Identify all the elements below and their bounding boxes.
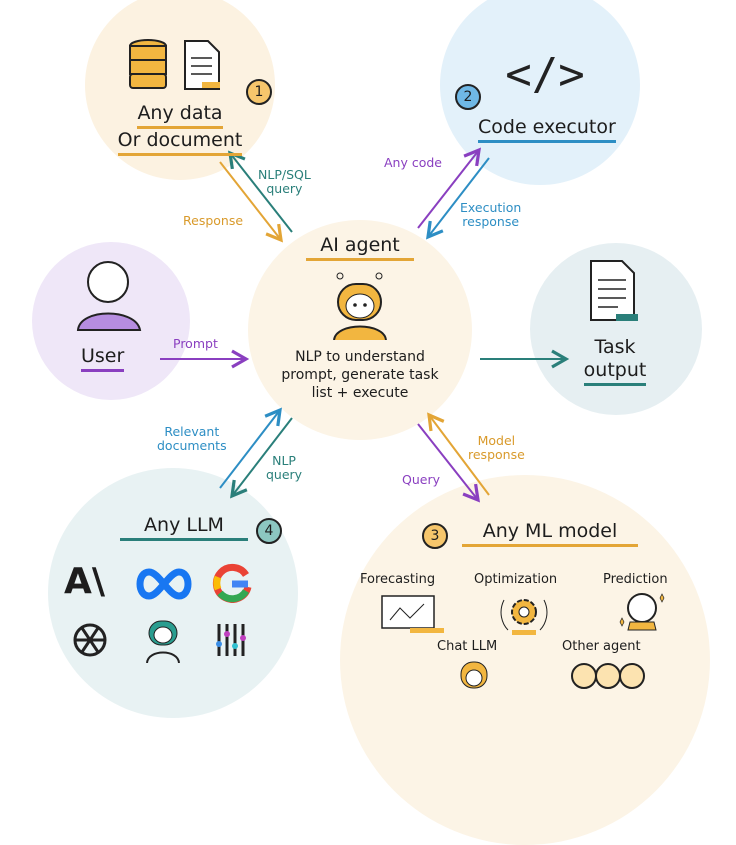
data-node-bg <box>85 0 275 180</box>
agent-description: NLP to understand prompt, generate task … <box>262 348 458 402</box>
label-model-line2: response <box>468 447 525 462</box>
label-nlp-sql-line2: query <box>266 181 303 196</box>
other-agent-icon <box>571 663 645 689</box>
robot-llm-icon <box>146 620 180 663</box>
label-model-line1: Model <box>477 433 516 448</box>
task-document-icon <box>590 260 638 321</box>
user-node-title: User <box>81 345 125 372</box>
code-node-title: Code executor <box>478 116 616 143</box>
code-icon: </> <box>505 49 585 100</box>
label-query: Query <box>402 472 440 487</box>
ml-item-prediction: Prediction <box>603 572 668 587</box>
agent-desc-line2: prompt, generate task <box>281 367 439 383</box>
meta-logo <box>136 568 192 600</box>
openai-logo <box>73 623 107 657</box>
data-title-line2: Or document <box>117 129 243 156</box>
label-prompt: Prompt <box>173 336 218 351</box>
ml-item-chat-llm: Chat LLM <box>437 639 498 654</box>
label-response: Response <box>183 213 244 228</box>
step-badge-3: 3 <box>422 523 448 549</box>
google-logo <box>212 563 252 603</box>
label-any-code: Any code <box>384 155 442 170</box>
label-execution-response: Execution response <box>460 201 521 229</box>
document-icon <box>184 40 220 90</box>
ml-item-forecasting: Forecasting <box>360 572 436 587</box>
chat-llm-robot-icon <box>460 661 488 689</box>
label-nlp-query-line1: NLP <box>272 453 296 468</box>
arrow-query <box>417 423 480 503</box>
output-title-line1: Task <box>594 336 636 358</box>
arrow-nlp-query <box>230 417 293 499</box>
arrow-execution-response <box>426 157 490 240</box>
arrow-model-response <box>427 412 490 496</box>
label-relevant-line2: documents <box>157 438 227 453</box>
label-nlp-query-line2: query <box>266 467 303 482</box>
agent-desc-line1: NLP to understand <box>295 349 425 365</box>
data-title-line1: Any data <box>137 102 223 129</box>
database-icon <box>129 39 167 89</box>
ml-item-other-agent: Other agent <box>562 639 641 654</box>
arrows <box>160 147 570 503</box>
forecasting-chart-icon <box>381 595 444 633</box>
arrow-any-code <box>417 147 481 229</box>
output-node-title: Task output <box>575 336 655 386</box>
label-nlp-sql-line1: NLP/SQL <box>258 167 311 182</box>
label-execution-line1: Execution <box>460 200 522 215</box>
ml-node-title: Any ML model <box>462 520 638 547</box>
robot-icon <box>333 272 387 340</box>
arrow-relevant-documents <box>219 407 282 489</box>
prediction-crystal-ball-icon <box>619 593 665 631</box>
agent-node-title: AI agent <box>306 234 414 261</box>
step-badge-2: 2 <box>455 84 481 110</box>
label-relevant-line1: Relevant <box>164 424 220 439</box>
step-badge-1: 1 <box>246 79 272 105</box>
label-nlp-sql-query: NLP/SQL query <box>258 168 311 196</box>
anthropic-logo: A\ <box>64 561 106 602</box>
optimization-gear-icon <box>500 599 548 635</box>
data-node-title: Any data Or document <box>95 102 265 156</box>
equalizer-logo <box>216 624 246 656</box>
arrow-response <box>219 161 283 243</box>
arrow-nlp-sql-query <box>228 150 293 233</box>
user-icon <box>76 261 142 331</box>
agent-desc-line3: list + execute <box>311 385 409 401</box>
llm-node-title: Any LLM <box>120 514 248 541</box>
label-execution-line2: response <box>462 214 520 229</box>
label-relevant-documents: Relevant documents <box>157 425 227 453</box>
label-model-response: Model response <box>468 434 525 462</box>
step-badge-4: 4 <box>256 518 282 544</box>
ml-item-optimization: Optimization <box>474 572 558 587</box>
output-title-line2: output <box>583 359 647 386</box>
label-nlp-query: NLP query <box>266 454 302 482</box>
